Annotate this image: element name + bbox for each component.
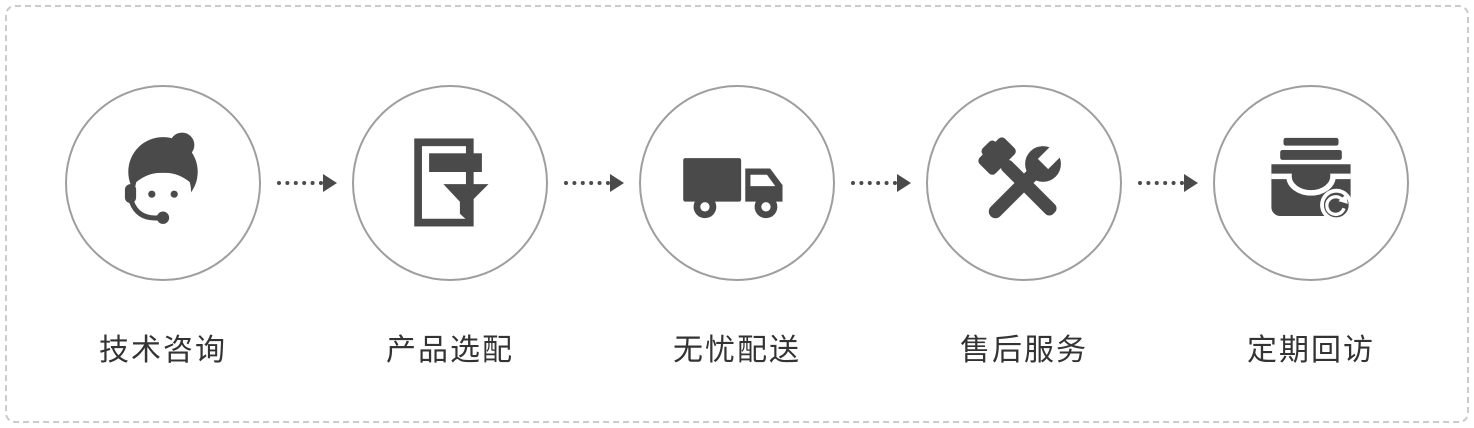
step-circle [639,85,835,281]
arrow-head [322,174,337,192]
arrow-head [609,174,624,192]
step-tech-consulting: 技术咨询 [63,85,263,369]
step-delivery: 无忧配送 [637,85,837,369]
flow-arrow-icon [563,174,624,192]
step-label: 售后服务 [960,334,1088,367]
step-label: 无忧配送 [673,334,801,367]
step-product-selection: 产品选配 [350,85,550,369]
arrow-dotted-line [563,181,610,185]
hammer-wrench-icon [978,137,1068,219]
customer-service-agent-icon [124,132,198,224]
archive-refresh-icon [1271,137,1353,222]
step-after-sales: 售后服务 [924,85,1124,369]
step-label: 技术咨询 [99,334,227,367]
step-label: 定期回访 [1247,334,1375,367]
step-circle [65,85,261,281]
arrow-head [1183,174,1198,192]
flow-arrow-icon [850,174,911,192]
delivery-truck-icon [683,158,783,219]
service-process-panel: 技术咨询 产品选配 [5,5,1469,423]
arrow-head [896,174,911,192]
process-flow: 技术咨询 产品选配 [7,7,1467,369]
document-filter-icon [414,138,489,227]
arrow-dotted-line [1137,181,1184,185]
step-follow-up: 定期回访 [1211,85,1411,369]
arrow-dotted-line [850,181,897,185]
step-circle [352,85,548,281]
flow-arrow-icon [1137,174,1198,192]
flow-arrow-icon [276,174,337,192]
step-label: 产品选配 [386,334,514,367]
step-circle [1213,85,1409,281]
step-circle [926,85,1122,281]
arrow-dotted-line [276,181,323,185]
